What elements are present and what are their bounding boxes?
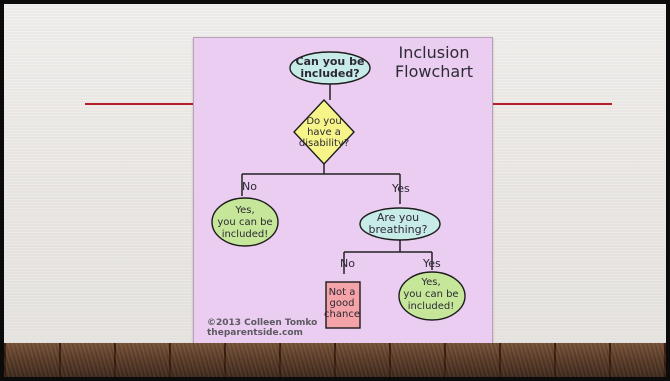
start-node-text: Can you be included?	[295, 55, 365, 80]
flowchart-drawing	[211, 51, 466, 329]
disability-decision-shape	[293, 98, 355, 166]
not-good-chance-shape	[325, 281, 361, 329]
edge-label-no-right: No	[340, 257, 355, 270]
breathing-node-shape	[359, 207, 441, 241]
flowchart-title: Inclusion Flowchart	[394, 43, 474, 81]
yes-right-result-shape	[398, 271, 466, 321]
right-accent-line	[485, 103, 612, 105]
not-good-chance-text: Not a good chance	[324, 286, 360, 320]
slide-canvas: Inclusion Flowchart Can you be included?…	[4, 4, 666, 377]
start-node-shape	[289, 51, 371, 85]
edge-label-yes-left: Yes	[392, 182, 410, 195]
poster-credit: ©2013 Colleen Tomko theparentside.com	[207, 318, 318, 338]
disability-decision-text: Do you have a disability?	[298, 116, 350, 149]
left-accent-line	[85, 103, 197, 105]
yes-right-result-text: Yes, you can be included!	[403, 277, 459, 312]
edge-label-yes-right: Yes	[423, 257, 441, 270]
yes-left-result-shape	[211, 197, 279, 247]
breathing-node-text: Are you breathing?	[368, 211, 428, 236]
inclusion-flowchart-poster: Inclusion Flowchart Can you be included?…	[193, 37, 493, 356]
wood-floor	[4, 343, 666, 377]
yes-left-result-text: Yes, you can be included!	[217, 205, 273, 240]
edge-label-no-left: No	[242, 180, 257, 193]
